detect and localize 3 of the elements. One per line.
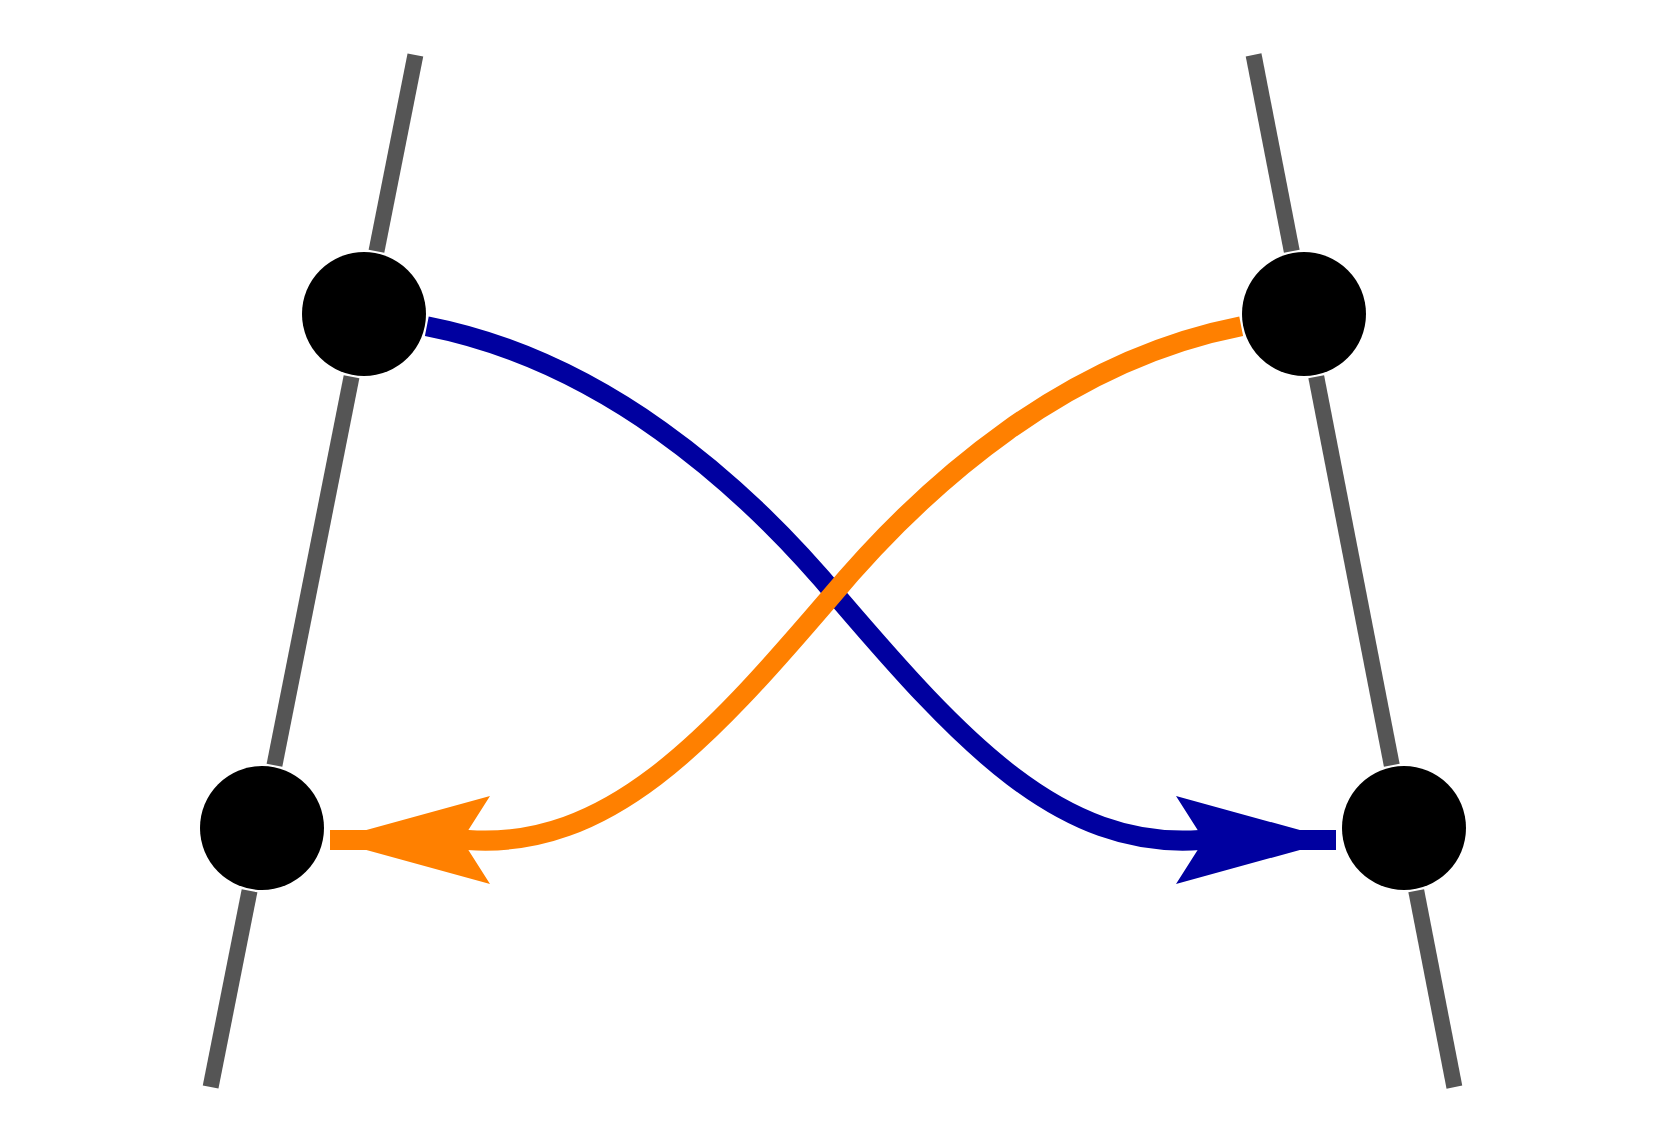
arrow xyxy=(424,316,1336,884)
arrow xyxy=(330,316,1244,884)
connector-line xyxy=(1308,375,1400,767)
